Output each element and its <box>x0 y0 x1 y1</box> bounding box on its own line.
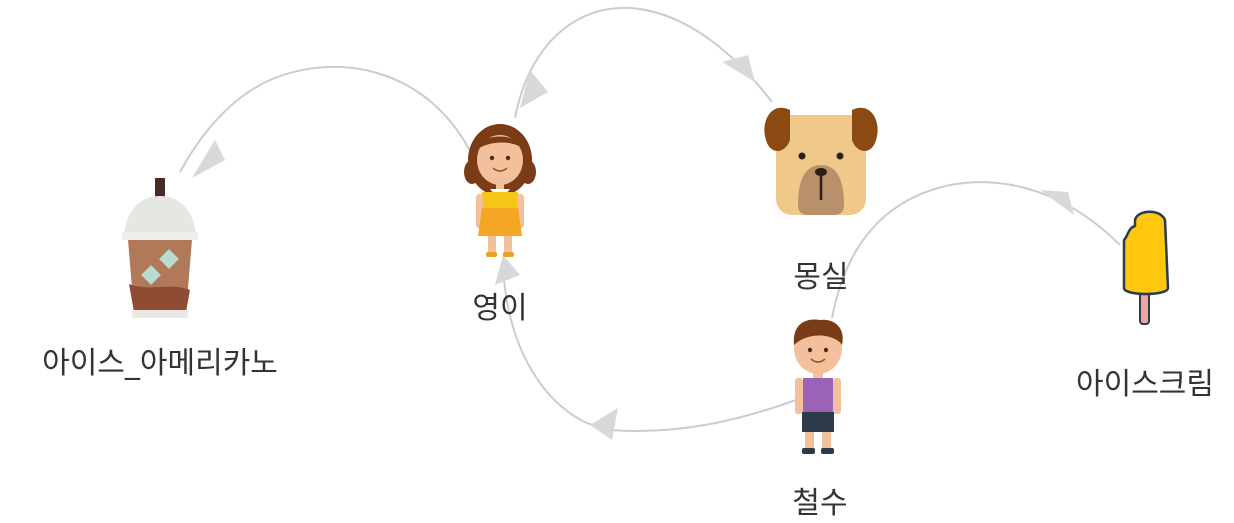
node-mongsil[interactable]: 몽실 <box>764 107 878 295</box>
node-label-cheolsu: 철수 <box>792 486 847 521</box>
edges <box>179 6 1121 440</box>
node-younghee[interactable]: 영이 <box>464 124 536 326</box>
node-label-mongsil: 몽실 <box>793 260 848 295</box>
edge-cheolsu-younghee[interactable] <box>502 261 797 432</box>
arrowhead-americano <box>192 140 225 178</box>
girl-icon <box>464 124 536 257</box>
arrowhead-cheolsu-mid <box>590 408 618 440</box>
node-icecream[interactable]: 아이스크림 <box>1076 210 1214 402</box>
arrowhead-younghee-top <box>520 70 548 108</box>
node-label-younghee: 영이 <box>472 291 527 326</box>
edge-younghee-americano[interactable] <box>179 65 473 173</box>
node-americano[interactable]: 아이스_아메리카노 <box>42 178 278 381</box>
arrowhead-mongsil <box>722 55 755 82</box>
dog-icon <box>764 107 878 215</box>
node-cheolsu[interactable]: 철수 <box>792 319 848 521</box>
edge-cheolsu-icecream[interactable] <box>831 181 1121 319</box>
node-label-icecream: 아이스크림 <box>1076 367 1214 402</box>
boy-icon <box>793 319 843 454</box>
arrowhead-younghee-bottom <box>495 255 520 285</box>
iced-coffee-icon <box>122 178 198 318</box>
ice-cream-bar-icon <box>1122 210 1170 325</box>
node-label-americano: 아이스_아메리카노 <box>42 346 278 381</box>
arrowhead-icecream <box>1040 190 1074 215</box>
